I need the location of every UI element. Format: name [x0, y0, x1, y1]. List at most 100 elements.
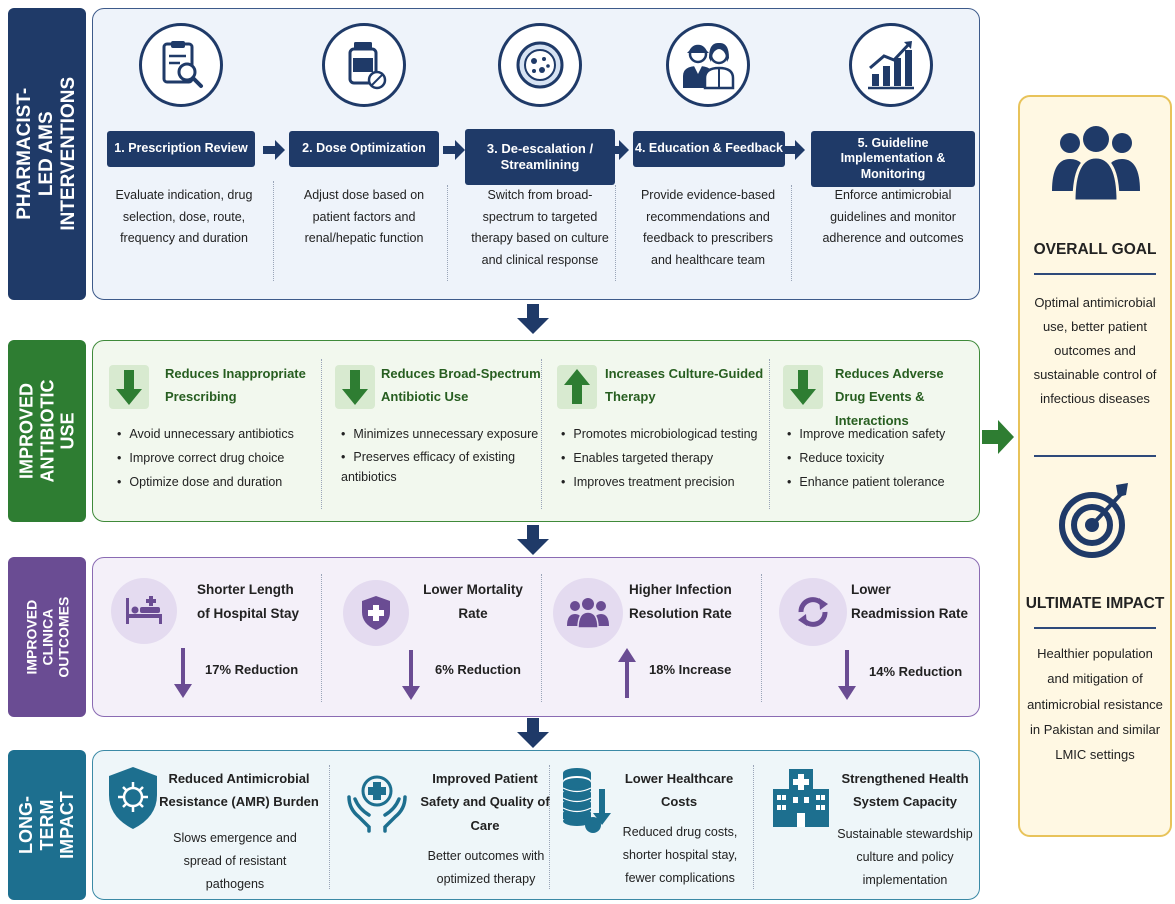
interventions-panel: 1. Prescription Review Evaluate indicati… — [92, 8, 980, 300]
doctors-icon — [666, 23, 750, 107]
impact-4-desc: Sustainable stewardship culture and poli… — [837, 827, 973, 888]
bullet: Improves treatment precision — [561, 471, 771, 495]
row-label-clinical: IMPROVED CLINICA OUTCOMES — [8, 557, 86, 717]
step-4: 4. Education & Feedback Provide evidence… — [631, 9, 785, 299]
divider — [791, 185, 792, 281]
step-1-desc: Evaluate indication, drug selection, dos… — [115, 188, 253, 245]
divider — [1034, 627, 1156, 629]
bullet: Avoid unnecessary antibiotics — [117, 423, 327, 447]
ultimate-impact-title: ULTIMATE IMPACT — [1025, 595, 1165, 612]
row-label-longterm-text: LONG-TERM IMPACT — [15, 791, 78, 859]
arrow-right-icon — [781, 137, 807, 168]
step-2-title: 2. Dose Optimization — [289, 131, 439, 167]
clinical-outcomes-panel: Shorter Length of Hospital Stay 17% Redu… — [92, 557, 980, 717]
arrow-right-icon — [441, 137, 467, 168]
bullet: Optimize dose and duration — [117, 471, 327, 495]
divider — [321, 574, 322, 702]
clipboard-search-icon — [139, 23, 223, 107]
petri-dish-icon — [498, 23, 582, 107]
divider — [321, 359, 322, 509]
medicine-bottle-icon — [322, 23, 406, 107]
people-group-icon — [1050, 125, 1142, 208]
outcome-3-title: Higher Infection Resolution Rate — [629, 582, 732, 621]
row-label-interventions-text: PHARMACIST-LED AMS INTERVENTIONS — [14, 77, 79, 231]
step-5-desc: Enforce antimicrobial guidelines and mon… — [822, 188, 964, 245]
bullet: Reduce toxicity — [787, 447, 977, 471]
use-item-4-title: Reduces Adverse Drug Events & Interactio… — [835, 366, 944, 428]
use-item-2-title: Reduces Broad-Spectrum Antibiotic Use — [381, 366, 541, 405]
use-item-2-bullets: Minimizes unnecessary exposure Preserves… — [341, 423, 541, 487]
shield-cross-icon — [343, 580, 409, 646]
step-3-desc: Switch from broad-spectrum to targeted t… — [471, 188, 609, 267]
arrow-right-icon — [261, 137, 287, 168]
step-2-desc: Adjust dose based on patient factors and… — [303, 188, 425, 245]
arrow-down-circle-icon — [335, 365, 375, 414]
overall-goal-title: OVERALL GOAL — [1033, 241, 1157, 258]
divider — [541, 574, 542, 702]
overall-goal-desc: Optimal antimicrobial use, better patien… — [1033, 295, 1157, 407]
impact-2-desc: Better outcomes with optimized therapy — [427, 849, 545, 887]
row-label-clinical-text: IMPROVED CLINICA OUTCOMES — [22, 596, 72, 678]
row-label-improved-use-text: IMPROVED ANTIBIOTIC USE — [15, 379, 78, 483]
divider — [769, 359, 770, 509]
bullet: Enables targeted therapy — [561, 447, 771, 471]
target-icon — [1056, 481, 1136, 566]
hospital-bed-icon — [111, 578, 177, 644]
use-item-3-bullets: Promotes microbiologicad testing Enables… — [561, 423, 771, 494]
divider — [273, 181, 274, 281]
arrow-down-icon — [401, 650, 421, 705]
step-3-title: 3. De-escalation / Streamlining — [465, 129, 615, 185]
arrow-down-icon — [516, 525, 550, 560]
impact-3-title: Lower Healthcare Costs — [624, 771, 734, 810]
arrow-down-icon — [837, 650, 857, 705]
ultimate-impact-desc: Healthier population and mitigation of a… — [1027, 646, 1163, 763]
divider — [549, 765, 550, 889]
coins-down-icon — [559, 765, 615, 842]
outcome-4-value: 14% Reduction — [869, 664, 963, 679]
cycle-arrows-icon — [779, 578, 847, 646]
arrow-down-circle-icon — [109, 365, 149, 414]
bullet: Improve correct drug choice — [117, 447, 327, 471]
divider — [1034, 273, 1156, 275]
arrow-down-circle-icon — [783, 365, 823, 414]
growth-chart-icon — [849, 23, 933, 107]
divider — [329, 765, 330, 889]
arrow-down-icon — [516, 304, 550, 339]
step-4-title: 4. Education & Feedback — [633, 131, 785, 167]
bullet: Minimizes unnecessary exposure — [341, 423, 541, 447]
outcome-2-value: 6% Reduction — [435, 662, 521, 677]
row-label-improved-use: IMPROVED ANTIBIOTIC USE — [8, 340, 86, 522]
divider — [1034, 455, 1156, 457]
impact-3-desc: Reduced drug costs, shorter hospital sta… — [622, 825, 738, 886]
outcome-2-title: Lower Mortality Rate — [423, 582, 523, 621]
arrow-right-icon — [982, 418, 1014, 461]
outcome-1-value: 17% Reduction — [205, 662, 299, 677]
row-label-interventions: PHARMACIST-LED AMS INTERVENTIONS — [8, 8, 86, 300]
outcome-3-value: 18% Increase — [649, 662, 732, 677]
hands-cross-icon — [345, 769, 409, 838]
step-1-title: 1. Prescription Review — [107, 131, 255, 167]
divider — [447, 185, 448, 281]
divider — [541, 359, 542, 509]
arrow-right-icon — [605, 137, 631, 168]
arrow-up-icon — [617, 648, 637, 703]
impact-1-title: Reduced Antimicrobial Resistance (AMR) B… — [159, 771, 319, 810]
use-item-3-title: Increases Culture-Guided Therapy — [605, 366, 764, 405]
outcome-1-title: Shorter Length of Hospital Stay — [197, 582, 300, 621]
impact-1-desc: Slows emergence and spread of resistant … — [173, 831, 297, 892]
divider — [615, 185, 616, 281]
bullet: Improve medication safety — [787, 423, 977, 447]
step-2: 2. Dose Optimization Adjust dose based o… — [289, 9, 439, 299]
divider — [753, 765, 754, 889]
arrow-down-icon — [173, 648, 193, 703]
use-item-1-title: Reduces Inappropriate Prescribing — [165, 366, 306, 405]
step-4-desc: Provide evidence-based recommendations a… — [640, 188, 776, 267]
bullet: Enhance patient tolerance — [787, 471, 977, 495]
step-5-title: 5. Guideline Implementation & Monitoring — [811, 131, 975, 187]
step-1: 1. Prescription Review Evaluate indicati… — [101, 9, 261, 299]
impact-2-title: Improved Patient Safety and Quality of C… — [420, 771, 550, 833]
bullet: Promotes microbiologicad testing — [561, 423, 771, 447]
step-3: 3. De-escalation / Streamlining Switch f… — [465, 9, 615, 299]
use-item-1-bullets: Avoid unnecessary antibiotics Improve co… — [117, 423, 327, 494]
people-group-icon — [553, 578, 623, 648]
